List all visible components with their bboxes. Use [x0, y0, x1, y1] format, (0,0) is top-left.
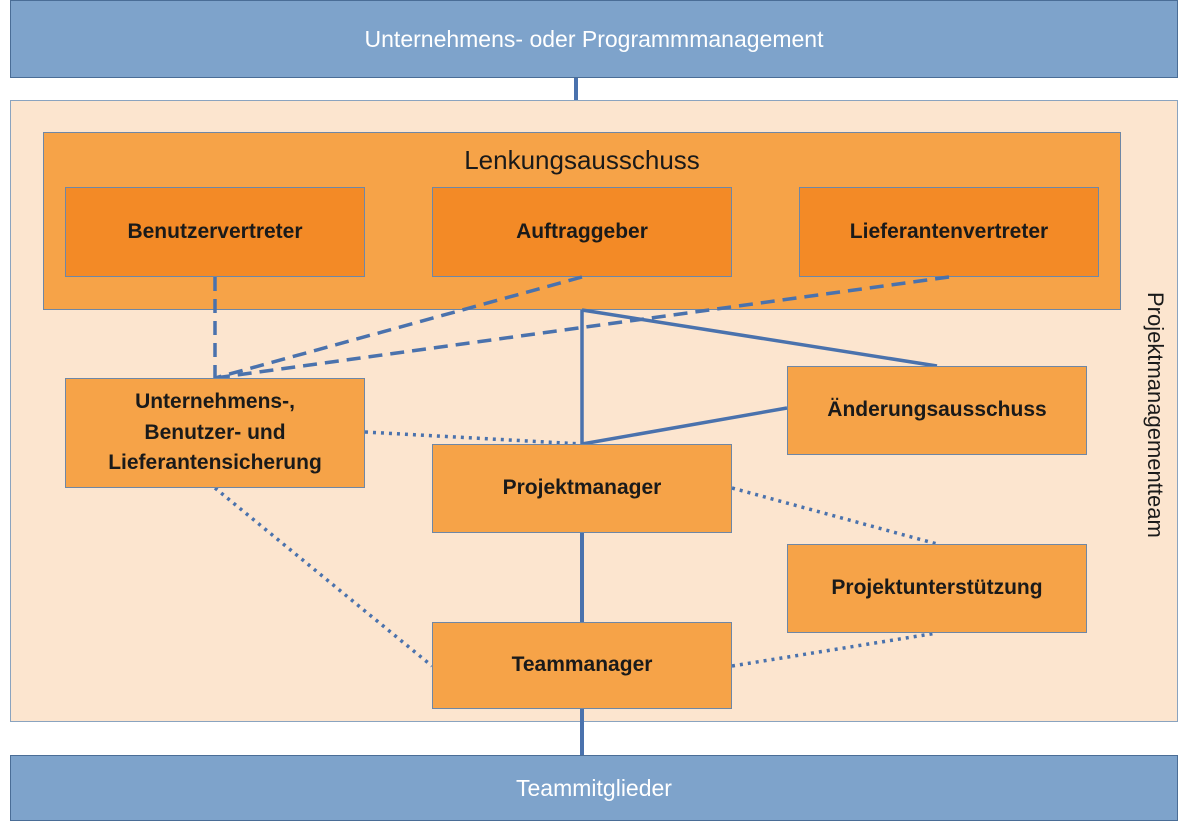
top-management-bar: Unternehmens- oder Programmmanagement — [10, 0, 1178, 78]
project-support-box: Projektunterstützung — [787, 544, 1087, 633]
project-manager-box: Projektmanager — [432, 444, 732, 533]
project-manager-label: Projektmanager — [502, 476, 662, 500]
user-representative-label: Benutzervertreter — [127, 220, 303, 243]
client-box: Auftraggeber — [432, 187, 732, 277]
change-authority-label: Änderungsausschuss — [827, 398, 1047, 422]
steering-committee-title: Lenkungsausschuss — [464, 145, 700, 175]
team-members-label: Teammitglieder — [516, 774, 672, 801]
project-support-label: Projektunterstützung — [831, 576, 1043, 600]
user-representative-box: Benutzervertreter — [65, 187, 365, 277]
assurance-box: Unternehmens-, Benutzer- und Lieferanten… — [65, 378, 365, 488]
change-authority-box: Änderungsausschuss — [787, 366, 1087, 455]
assurance-label: Unternehmens-, Benutzer- und Lieferanten… — [108, 390, 322, 475]
top-management-label: Unternehmens- oder Programmmanagement — [364, 25, 824, 52]
supplier-representative-box: Lieferantenvertreter — [799, 187, 1099, 277]
client-label: Auftraggeber — [516, 220, 648, 243]
supplier-representative-label: Lieferantenvertreter — [849, 220, 1049, 243]
team-members-bar: Teammitglieder — [10, 755, 1178, 821]
project-management-team-label: Projektmanagementteam — [1143, 292, 1168, 538]
team-manager-box: Teammanager — [432, 622, 732, 709]
team-manager-label: Teammanager — [511, 653, 653, 677]
